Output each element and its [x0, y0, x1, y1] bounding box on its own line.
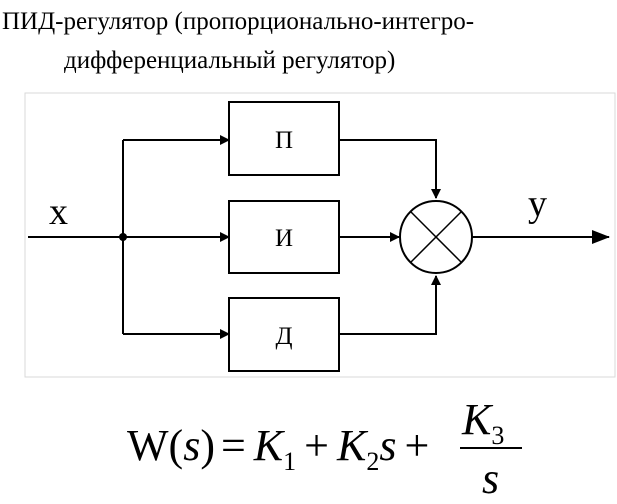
- svg-text:K3: K3: [461, 395, 504, 450]
- formula-lhs-var: s: [183, 421, 200, 470]
- block-p: П: [228, 101, 340, 176]
- formula-sub2: 2: [366, 447, 379, 476]
- formula-lhs-close: ): [200, 421, 215, 470]
- diagram-frame: [24, 92, 616, 378]
- multiply-cross-icon: [399, 200, 473, 274]
- block-i: И: [228, 200, 340, 274]
- formula-denominator: s: [482, 454, 499, 503]
- formula-equals: =: [221, 421, 246, 470]
- d-to-junction-line: [339, 275, 441, 335]
- title-line-1: ПИД-регулятор (пропорционально-интегро-: [2, 8, 475, 35]
- output-label: y: [528, 183, 547, 225]
- transfer-function-formula: W(s)=K1+K2s+ K3 s: [127, 395, 522, 503]
- input-label: x: [49, 191, 68, 233]
- block-p-label: П: [275, 127, 293, 154]
- formula-k1: K: [253, 421, 286, 470]
- formula-s: s: [379, 421, 396, 470]
- formula-k3: K: [461, 395, 494, 444]
- formula-lhs-open: (: [169, 421, 184, 470]
- formula-plus-1: +: [304, 421, 329, 470]
- block-d-label: Д: [275, 323, 292, 350]
- title-line-2: дифференциальный регулятор): [64, 47, 396, 74]
- p-to-junction-line: [339, 139, 441, 199]
- formula-k2: K: [336, 421, 369, 470]
- block-i-label: И: [275, 225, 293, 252]
- formula-sub3: 3: [491, 421, 504, 450]
- formula-lhs-func: W: [127, 421, 169, 470]
- formula-plus-2: +: [404, 421, 429, 470]
- svg-text:W(s)=K1+K2s+: W(s)=K1+K2s+: [127, 421, 429, 476]
- block-d: Д: [228, 297, 340, 372]
- formula-sub1: 1: [283, 447, 296, 476]
